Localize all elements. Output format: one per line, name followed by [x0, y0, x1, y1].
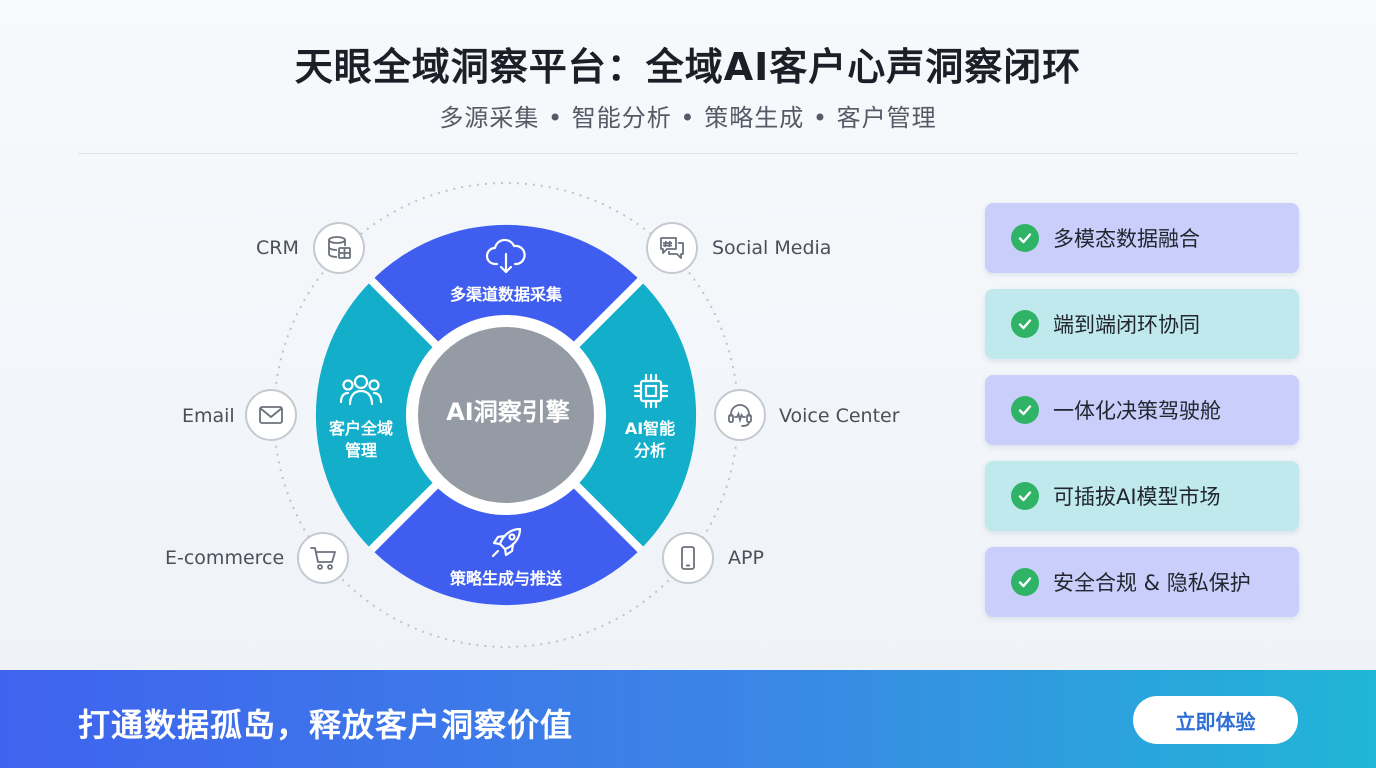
headset-icon — [714, 389, 766, 441]
source-label-crm: CRM — [256, 237, 299, 259]
feature-label: 安全合规 & 隐私保护 — [1053, 571, 1251, 595]
feature-card: 安全合规 & 隐私保护 — [985, 547, 1299, 617]
smartphone-icon — [662, 532, 714, 584]
segment-left — [315, 280, 442, 550]
center-hub — [418, 327, 594, 503]
feature-label: 端到端闭环协同 — [1053, 313, 1200, 337]
bottom-banner: 打通数据孤岛，释放客户洞察价值 立即体验 — [0, 670, 1376, 768]
mail-icon — [245, 389, 297, 441]
segment-right-label-line1: AI智能 — [624, 419, 676, 438]
feature-label: 多模态数据融合 — [1053, 227, 1200, 251]
source-label-ecommerce: E-commerce — [165, 547, 285, 569]
segment-top — [371, 224, 641, 351]
chip-icon — [631, 371, 671, 415]
segment-right-label-line2: 分析 — [633, 441, 666, 460]
source-label-voice: Voice Center — [779, 405, 900, 427]
feature-label: 可插拔AI模型市场 — [1053, 485, 1221, 509]
feature-card: 一体化决策驾驶舱 — [985, 375, 1299, 445]
feature-list: 多模态数据融合端到端闭环协同一体化决策驾驶舱可插拔AI模型市场安全合规 & 隐私… — [985, 203, 1299, 633]
banner-slogan: 打通数据孤岛，释放客户洞察价值 — [78, 706, 574, 744]
source-label-email: Email — [182, 405, 235, 427]
chat-bubbles-icon — [646, 222, 698, 274]
page-title: 天眼全域洞察平台：全域AI客户心声洞察闭环 — [294, 45, 1082, 89]
segment-right — [570, 280, 697, 550]
check-circle-icon — [1011, 568, 1039, 596]
try-now-button[interactable]: 立即体验 — [1133, 696, 1298, 744]
check-circle-icon — [1011, 224, 1039, 252]
feature-card: 多模态数据融合 — [985, 203, 1299, 273]
check-circle-icon — [1011, 310, 1039, 338]
shopping-cart-icon — [297, 532, 349, 584]
segment-left-label-line2: 管理 — [344, 441, 377, 460]
header-divider — [78, 153, 1298, 154]
source-label-app: APP — [728, 547, 764, 569]
feature-label: 一体化决策驾驶舱 — [1053, 399, 1221, 423]
segment-bottom — [371, 479, 641, 606]
database-icon — [313, 222, 365, 274]
segment-bottom-label: 策略生成与推送 — [449, 569, 562, 588]
check-circle-icon — [1011, 482, 1039, 510]
segment-left-label-line1: 客户全域 — [328, 419, 393, 438]
segment-right-label: AI智能 分析 — [610, 418, 690, 462]
rocket-icon — [487, 522, 527, 566]
users-icon — [339, 372, 383, 412]
source-label-social: Social Media — [712, 237, 832, 259]
segment-left-label: 客户全域 管理 — [316, 418, 406, 462]
page-subtitle: 多源采集 • 智能分析 • 策略生成 • 客户管理 — [439, 104, 937, 132]
cloud-download-icon — [485, 238, 527, 280]
check-circle-icon — [1011, 396, 1039, 424]
feature-card: 端到端闭环协同 — [985, 289, 1299, 359]
center-engine-label: AI洞察引擎 — [446, 398, 570, 426]
segment-top-label: 多渠道数据采集 — [449, 285, 562, 304]
feature-card: 可插拔AI模型市场 — [985, 461, 1299, 531]
